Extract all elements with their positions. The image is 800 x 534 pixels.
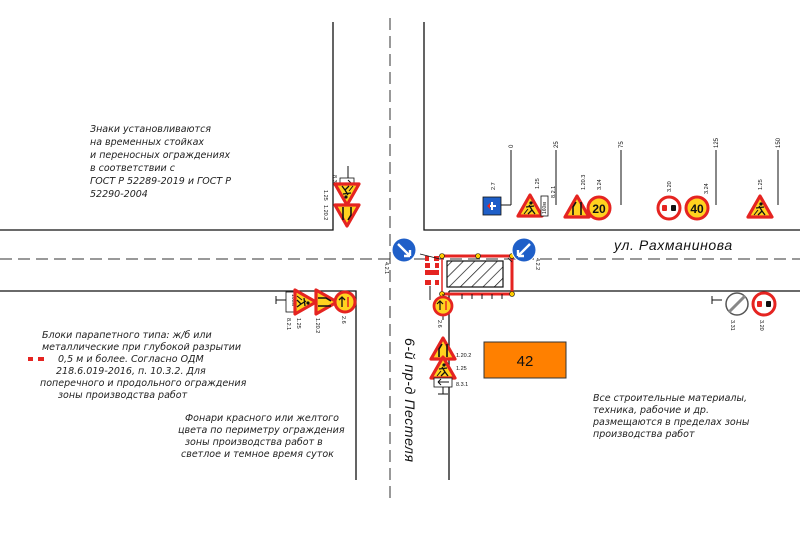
svg-text:4.2.2: 4.2.2 [534, 258, 540, 270]
svg-text:3.24: 3.24 [597, 179, 603, 190]
svg-text:светлое и темное время суток: светлое и темное время суток [181, 449, 334, 460]
note-lamps: Фонари красного или желтого цвета по пер… [178, 413, 345, 460]
svg-text:8.3.2: 8.3.2 [331, 175, 337, 187]
svg-text:218.6.019-2016, п. 10.3.2. Для: 218.6.019-2016, п. 10.3.2. Для [56, 366, 206, 377]
svg-text:8.2.1: 8.2.1 [285, 318, 291, 330]
sign-3-24-20: 20 [586, 195, 612, 221]
svg-text:зоны производства работ: зоны производства работ [58, 390, 188, 401]
chainage-scale [510, 150, 779, 205]
sign-1-20-3 [563, 194, 591, 219]
svg-text:160м: 160м [290, 294, 296, 306]
sign-1-25-left-top [333, 182, 361, 207]
svg-text:150: 150 [776, 137, 782, 148]
svg-text:2.6: 2.6 [436, 320, 442, 328]
note-blocks: Блоки парапетного типа: ж/б или металлич… [28, 330, 247, 401]
svg-text:3.24: 3.24 [704, 183, 710, 194]
sign-3-20-a [656, 195, 682, 221]
sign-2-6-left [333, 290, 357, 314]
sign-1-25-far [746, 194, 774, 219]
note-materials: Все строительные материалы, техника, раб… [592, 393, 750, 440]
svg-text:2.6: 2.6 [340, 316, 346, 324]
sign-1-20-2-left-top [333, 203, 361, 228]
svg-text:1.25: 1.25 [758, 179, 764, 190]
svg-text:25: 25 [554, 141, 560, 148]
street-main-label: ул. Рахманинова [613, 237, 733, 253]
sign-4-2-2 [510, 236, 538, 264]
svg-text:в соответствии с: в соответствии с [90, 163, 176, 174]
svg-text:1.25: 1.25 [535, 178, 541, 189]
svg-text:ГОСТ Р 52289-2019 и ГОСТ Р: ГОСТ Р 52289-2019 и ГОСТ Р [90, 176, 231, 187]
svg-text:1.20.2: 1.20.2 [322, 205, 328, 220]
svg-text:1.20.2: 1.20.2 [456, 353, 471, 359]
object-box-label: 42 [517, 353, 534, 370]
svg-text:Знаки установливаются: Знаки установливаются [90, 124, 211, 135]
svg-text:20: 20 [592, 202, 606, 216]
svg-text:зоны производства работ в: зоны производства работ в [185, 437, 323, 448]
svg-text:0,5 м и более. Согласно ОДМ: 0,5 м и более. Согласно ОДМ [58, 354, 204, 365]
road-edges [0, 22, 800, 480]
sign-2-7 [482, 196, 511, 216]
svg-text:техника, рабочие и др.: техника, рабочие и др. [593, 405, 709, 416]
svg-text:52290-2004: 52290-2004 [90, 189, 148, 200]
svg-text:0: 0 [509, 144, 515, 148]
svg-text:поперечного и продольного огра: поперечного и продольного ограждения [40, 378, 247, 389]
svg-text:160м: 160м [542, 202, 548, 214]
svg-text:Все строительные материалы,: Все строительные материалы, [593, 393, 747, 404]
svg-text:металлические при глубокой раз: металлические при глубокой разрытии [42, 342, 241, 353]
svg-text:Блоки парапетного типа: ж/б ил: Блоки парапетного типа: ж/б или [42, 330, 212, 341]
sign-8-2-1-left: 160м [275, 291, 296, 313]
sign-8-3-1 [433, 377, 453, 395]
svg-text:8.3.1: 8.3.1 [456, 382, 468, 388]
svg-text:3.20: 3.20 [667, 181, 673, 192]
sign-1-25-top [516, 193, 544, 218]
svg-text:40: 40 [690, 202, 704, 216]
sign-1-25-left [293, 288, 318, 316]
svg-text:1.20.3: 1.20.3 [581, 175, 587, 190]
svg-text:размещаются в пределах зоны: размещаются в пределах зоны [592, 417, 750, 428]
sign-3-24-40: 40 [684, 195, 710, 221]
svg-text:125: 125 [714, 137, 720, 148]
note-top: Знаки установливаются на временных стойк… [90, 124, 231, 200]
sign-4-2-1 [390, 236, 418, 264]
object-box [483, 341, 567, 379]
svg-text:75: 75 [619, 141, 625, 148]
sign-2-6-zone [432, 295, 454, 317]
svg-text:3.20: 3.20 [758, 320, 764, 331]
sign-3-31 [725, 292, 749, 316]
svg-text:на временных стойках: на временных стойках [90, 137, 204, 148]
street-cross-label: 6-й пр-д Пестеля [402, 338, 418, 463]
svg-text:4.2.1: 4.2.1 [383, 262, 389, 274]
svg-text:производства работ: производства работ [593, 429, 695, 440]
plate-160m-top: 160м [540, 195, 549, 217]
svg-text:Фонари красного или желтого: Фонари красного или желтого [185, 413, 339, 424]
svg-text:8.2.1: 8.2.1 [551, 186, 557, 198]
work-zone [425, 253, 515, 320]
svg-text:1.25: 1.25 [456, 366, 467, 372]
svg-text:1.25: 1.25 [295, 318, 301, 329]
svg-text:1.25: 1.25 [322, 190, 328, 201]
svg-text:цвета по периметру ограждения: цвета по периметру ограждения [178, 425, 345, 436]
svg-text:2.7: 2.7 [491, 182, 497, 190]
svg-text:1.20.2: 1.20.2 [314, 318, 320, 333]
sign-3-20-b [751, 291, 777, 317]
svg-text:и переносных ограждениях: и переносных ограждениях [90, 150, 230, 161]
barrier-blocks [425, 256, 439, 285]
svg-text:3.31: 3.31 [729, 320, 735, 331]
